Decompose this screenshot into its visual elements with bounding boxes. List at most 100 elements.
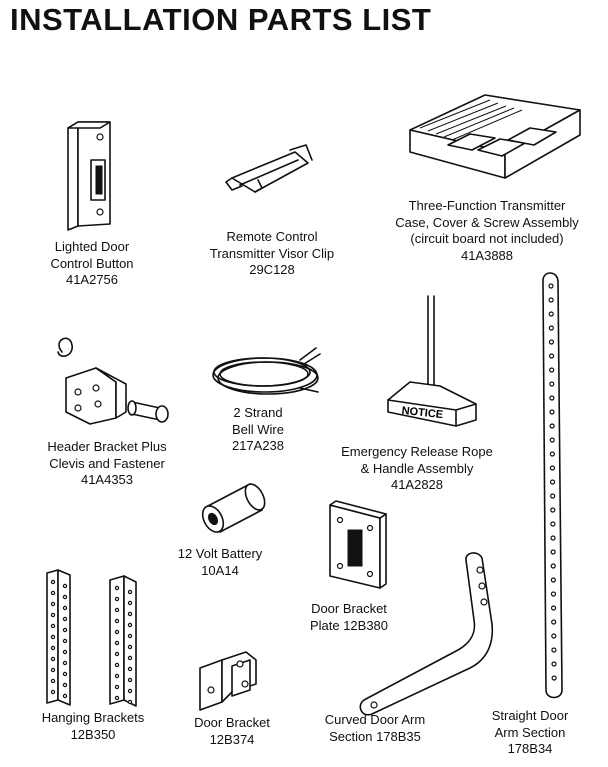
caption-line: Transmitter Visor Clip [209,245,335,261]
header-bracket-illustration [57,337,169,425]
caption-battery: 12 Volt Battery 10A14 [160,546,280,579]
bracket-hole [548,283,554,289]
caption-line: Bell Wire [231,421,284,437]
bracket-hole [114,618,120,624]
bracket-hole [127,600,133,606]
caption-line: & Handle Assembly [360,460,474,476]
bracket-hole [114,629,120,635]
bracket-hole [127,644,133,650]
bracket-hole [62,649,68,655]
bracket-hole [550,549,556,555]
caption-line: Clevis and Fastener [49,455,165,471]
bracket-hole [550,507,556,513]
part-number: 178B34 [507,741,553,756]
bracket-hole [50,667,56,673]
bracket-hole [62,616,68,622]
bracket-hole [127,666,133,672]
bracket-hole [62,638,68,644]
bracket-hole [549,381,555,387]
bracket-hole [50,678,56,684]
bracket-hole [548,339,555,345]
bracket-hole [50,656,56,662]
bracket-hole [549,437,555,443]
bracket-hole [127,655,133,661]
notice-label: NOTICE [401,405,444,421]
caption-visor-clip: Remote Control Transmitter Visor Clip 29… [182,229,362,279]
caption-transmitter-case: Three-Function Transmitter Case, Cover &… [372,198,602,264]
bracket-hole [62,594,68,600]
bracket-hole [550,605,557,611]
bracket-hole [62,671,68,677]
bracket-hole [551,661,557,667]
caption-line: Straight Door [491,708,569,723]
bracket-hole [127,688,133,694]
caption-line: Case, Cover & Screw Assembly [395,214,579,230]
caption-line: 12 Volt Battery [177,546,263,561]
bracket-hole [114,596,120,602]
bracket-hole [550,535,556,541]
bracket-hole [127,611,133,617]
visor-clip-illustration [225,144,313,193]
caption-line: (circuit board not included) [410,231,564,246]
caption-bell-wire: 2 Strand Bell Wire 217A238 [208,405,308,455]
caption-release-rope: Emergency Release Rope & Handle Assembly… [322,444,512,494]
bracket-hole [551,619,557,625]
part-number: 41A2828 [390,477,444,492]
bracket-hole [62,605,68,611]
part-number: 12B350 [70,726,116,742]
bracket-hole [62,627,68,633]
bracket-hole [50,623,56,629]
bracket-hole [50,612,56,618]
bracket-hole [50,579,56,585]
caption-line: Door Bracket [194,715,270,730]
bracket-hole [114,662,120,668]
bracket-hole [550,493,556,499]
bracket-hole [50,601,56,607]
bracket-hole [549,451,555,457]
caption-line: Curved Door Arm [324,712,426,727]
bracket-hole [548,311,554,317]
bracket-hole [550,591,557,597]
bracket-hole [62,682,68,688]
caption-line: Three-Function Transmitter [408,198,566,213]
bracket-hole [127,677,133,683]
bracket-hole [50,645,56,651]
transmitter-case-illustration [409,94,581,179]
hanging-brackets-illustration [46,569,137,707]
curved-arm-illustration [359,552,494,716]
caption-straight-arm: Straight Door Arm Section 178B34 [470,708,590,758]
caption-line: Door Bracket [311,601,387,616]
part-number: 41A4353 [80,472,134,487]
bracket-hole [548,325,554,331]
release-rope-illustration: NOTICE [387,295,477,427]
bracket-hole [551,675,557,681]
bell-wire-illustration [212,347,321,395]
bracket-hole [550,521,556,527]
bracket-hole [548,353,555,359]
bracket-hole [550,563,556,569]
caption-line: Arm Section [494,724,566,740]
part-number: 217A238 [231,438,285,453]
caption-door-bracket-plate: Door Bracket Plate 12B380 [294,601,404,634]
caption-door-bracket: Door Bracket 12B374 [177,715,287,748]
caption-door-control: Lighted Door Control Button 41A2756 [22,239,162,289]
bracket-hole [127,622,133,628]
caption-line: Control Button [50,255,134,271]
bracket-hole [127,589,133,595]
caption-line: Emergency Release Rope [341,444,493,459]
bracket-hole [114,585,120,591]
battery-illustration [201,483,266,533]
caption-line: Header Bracket Plus [47,439,167,454]
bracket-hole [114,673,120,679]
bracket-hole [62,583,68,589]
bracket-hole [62,660,68,666]
caption-line: 2 Strand [233,405,283,420]
part-number: 41A3888 [460,247,514,263]
part-number: 10A14 [201,562,239,578]
bracket-hole [127,699,133,705]
bracket-hole [62,693,68,699]
bracket-hole [127,633,133,639]
caption-line: Hanging Brackets [41,710,145,725]
caption-hanging-brackets: Hanging Brackets 12B350 [18,710,168,743]
